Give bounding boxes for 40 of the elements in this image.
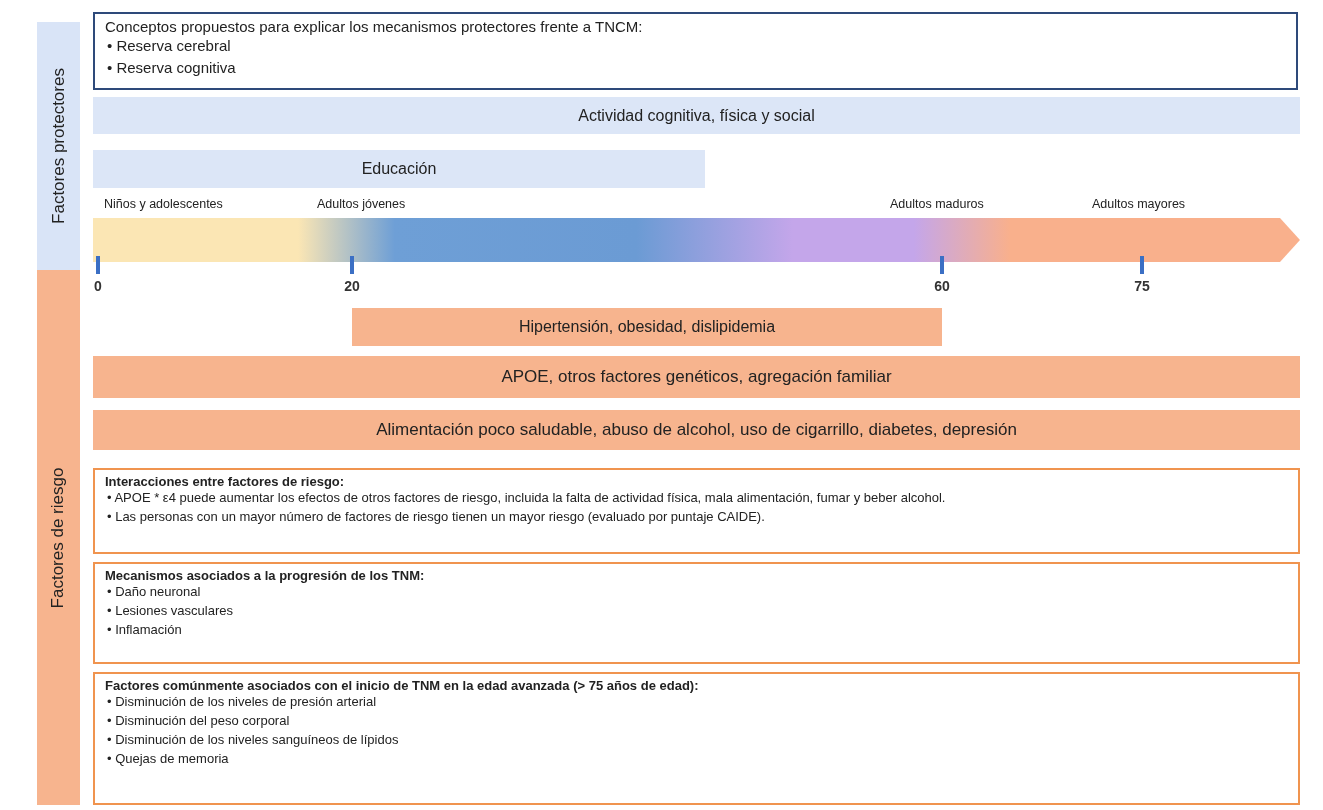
factor-band	[93, 410, 1300, 450]
box-heading: Interacciones entre factores de riesgo:	[105, 474, 346, 489]
concepts-box	[93, 12, 1298, 90]
age-number: 60	[934, 278, 950, 294]
age-group-label: Adultos maduros	[890, 197, 984, 211]
age-number: 75	[1134, 278, 1150, 294]
band-label: Alimentación poco saludable, abuso de alcohol, uso de cigarrillo, diabetes, depresión	[376, 420, 1017, 440]
info-box	[93, 562, 1300, 664]
band-label: APOE, otros factores genéticos, agregación familiar	[501, 367, 892, 387]
age-number: 0	[94, 278, 102, 294]
bullet-item: • Disminución de los niveles de presión arterial	[107, 693, 377, 711]
age-number: 20	[344, 278, 360, 294]
band-label: Educación	[361, 160, 437, 178]
factor-band	[93, 150, 705, 188]
section-title: Factores protectores	[48, 68, 69, 224]
info-box	[93, 672, 1300, 805]
band-label: Hipertensión, obesidad, dislipidemia	[518, 318, 776, 336]
factor-band	[93, 97, 1300, 134]
bullet-item: • Daño neuronal	[107, 583, 202, 601]
bullet-item: • Disminución del peso corporal	[107, 711, 291, 730]
side-band	[37, 22, 80, 270]
factor-band	[352, 308, 942, 346]
box-heading: Factores comúnmente asociados con el inicio de TNM en la edad avanzada (> 75 años de edad):	[105, 678, 700, 693]
bullet-item: • Disminución de los niveles sanguíneos de lípidos	[107, 730, 400, 749]
box-heading: Conceptos propuestos para explicar los mecanismos protectores frente a TNCM:	[105, 18, 644, 35]
bullet-item: • Lesiones vasculares	[107, 601, 234, 620]
age-group-label: Niños y adolescentes	[104, 197, 223, 211]
box-heading: Mecanismos asociados a la progresión de los TNM:	[105, 568, 426, 583]
bullet-item: • Reserva cognitiva	[107, 57, 237, 78]
bullet-item: • Reserva cerebral	[107, 36, 232, 56]
bullet-item: • Inflamación	[107, 620, 183, 639]
section-title: Factores de riesgo	[48, 467, 69, 608]
age-group-label: Adultos mayores	[1092, 197, 1186, 211]
factor-band	[93, 356, 1300, 398]
side-band	[37, 270, 80, 805]
bullet-item: • Quejas de memoria	[107, 749, 230, 768]
info-box	[93, 468, 1300, 554]
bullet-item: • Las personas con un mayor número de factores de riesgo tienen un mayor riesgo (evaluado por puntaje CAIDE).	[107, 507, 766, 526]
bullet-item: • APOE * ε4 puede aumentar los efectos de otros factores de riesgo, incluida la falta de actividad física, mala alimentación, fumar y beber alcohol.	[107, 489, 947, 507]
band-label: Actividad cognitiva, física y social	[578, 106, 815, 125]
